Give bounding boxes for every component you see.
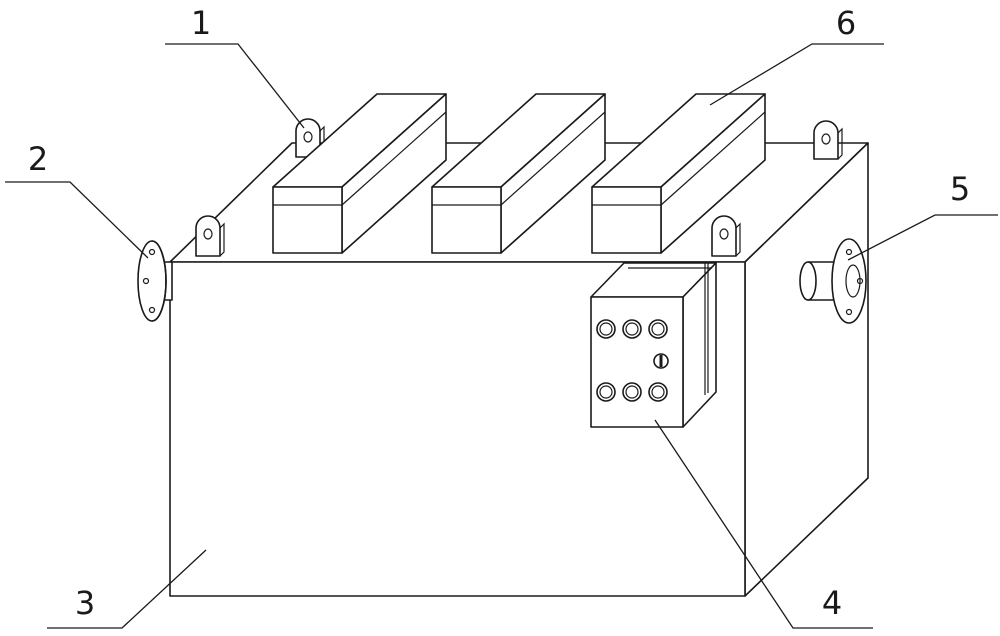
callout-5: 5 — [950, 170, 970, 208]
outlet-flange — [799, 238, 867, 324]
control-button-row-bottom — [596, 382, 668, 402]
control-button-row-top — [596, 319, 668, 339]
inlet-flange — [137, 240, 173, 322]
lifting-lug-back-left — [295, 118, 325, 158]
control-box — [590, 262, 717, 428]
top-module-right — [591, 93, 766, 254]
lifting-lug-front-left — [195, 215, 225, 257]
lifting-lug-back-right — [813, 120, 843, 160]
key-switch-icon — [653, 353, 669, 369]
leader-2 — [5, 181, 149, 259]
leader-1 — [165, 43, 305, 129]
callout-1: 1 — [191, 4, 211, 42]
top-module-left — [272, 93, 447, 254]
callout-4: 4 — [822, 584, 842, 622]
leader-3 — [47, 549, 207, 629]
top-module-middle — [431, 93, 606, 254]
leader-4 — [654, 419, 873, 629]
callout-6: 6 — [836, 4, 856, 42]
leader-6 — [709, 43, 884, 106]
callout-2: 2 — [28, 140, 48, 178]
lifting-lug-front-right — [711, 215, 741, 257]
callout-3: 3 — [75, 584, 95, 622]
leader-lines — [5, 43, 998, 629]
leader-5 — [847, 214, 998, 261]
